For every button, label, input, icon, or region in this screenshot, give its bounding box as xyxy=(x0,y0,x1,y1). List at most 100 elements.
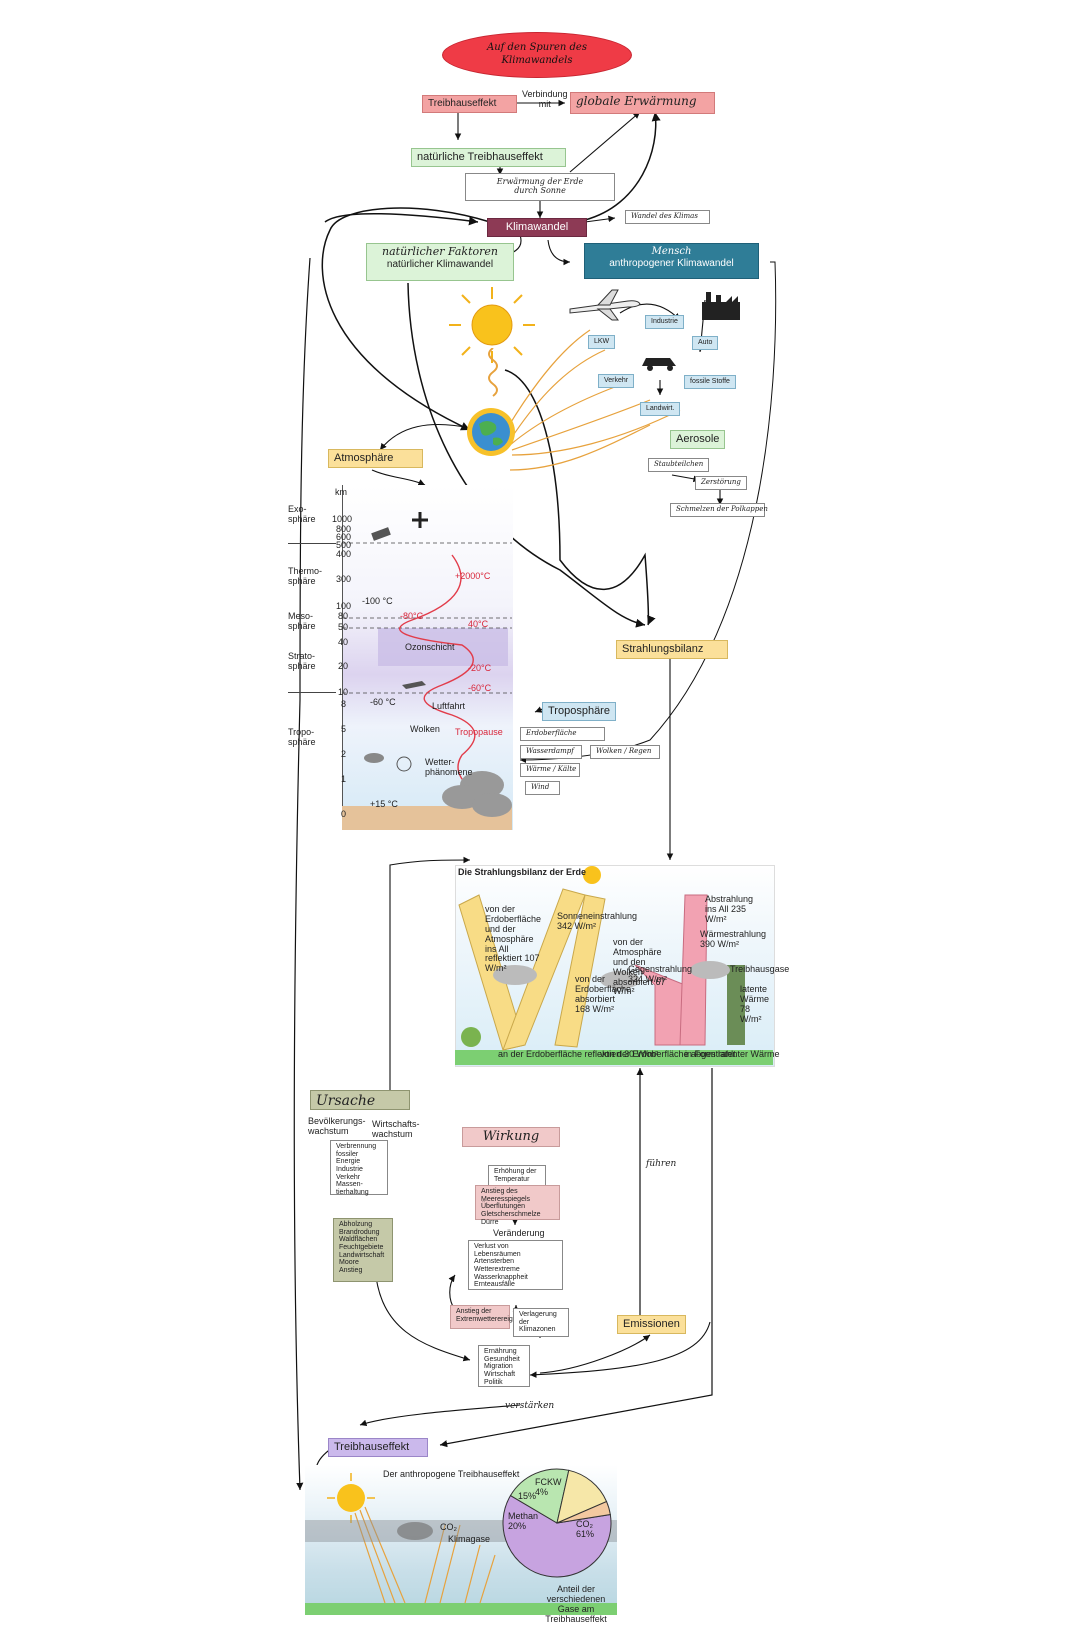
title-ellipse: Auf den Spuren des Klimawandels xyxy=(442,32,632,78)
emitter-lkw: LKW xyxy=(588,335,616,349)
label-verstaerken: verstärken xyxy=(505,1401,555,1411)
bilanz-b1: an der Erdoberfläche reflektiert 30 W/m² xyxy=(498,1049,659,1059)
bilanz-b3: in Form latenter Wärme xyxy=(685,1049,780,1059)
pie-slice xyxy=(502,1494,612,1578)
bilanz-b2: von der Erdoberfläche abgestrahlt xyxy=(600,1049,736,1059)
tick: 10 xyxy=(338,687,349,697)
ursache-left: Bevölkerungs-wachstum xyxy=(308,1116,366,1136)
temp-tropopause: -60 °C xyxy=(370,697,396,707)
aerosole-node: Aerosole xyxy=(670,430,726,449)
wetter-label: Wetter-phänomene xyxy=(425,757,473,777)
emitter-auto: Auto xyxy=(692,336,719,350)
bottom-drawing xyxy=(305,1473,617,1615)
wirkung-box3a: Anstieg der Extremwetterereignisse xyxy=(450,1305,529,1329)
pie-caption: Anteil der verschiedenen Gase am Treibha… xyxy=(545,1584,607,1624)
tropo-item-1: Erdoberfläche xyxy=(520,727,605,741)
troposphaere-title: Troposphäre xyxy=(542,702,616,721)
emitter-fossil: fossile Stoffe xyxy=(684,375,736,389)
emissionen-node: Emissionen xyxy=(617,1315,686,1334)
polkappen: Schmelzen der Polkappen xyxy=(670,503,768,517)
tick: 0 xyxy=(341,809,347,819)
red-note: 40°C xyxy=(468,619,489,629)
luftfahrt-label: Luftfahrt xyxy=(432,701,466,711)
strahlungsbilanz-node: Strahlungsbilanz xyxy=(616,640,728,659)
natural-climate-change: natürlicher Faktoren natürlicher Klimawa… xyxy=(366,243,514,281)
sun-icon xyxy=(449,287,535,363)
pie-slice xyxy=(509,1468,570,1524)
ozone-label: Ozonschicht xyxy=(405,642,455,652)
ursache-title: Ursache xyxy=(310,1090,410,1110)
layer-thermo: Thermo-sphäre xyxy=(288,566,323,586)
ursache-right: Wirtschafts-wachstum xyxy=(372,1119,420,1139)
atmosphere-drawing xyxy=(342,512,512,817)
treibhauseffekt-top: Treibhauseffekt xyxy=(422,95,517,113)
temp-surface: +15 °C xyxy=(370,799,398,809)
red-note: -20°C xyxy=(468,663,492,673)
layer-tropo: Tropo-sphäre xyxy=(288,727,316,747)
natuerliche-treibhauseffekt: natürliche Treibhauseffekt xyxy=(411,148,566,167)
layer-strato: Strato-sphäre xyxy=(288,651,316,671)
tick: 1000 xyxy=(332,514,353,524)
staubteilchen: Staubteilchen xyxy=(648,458,710,472)
wirkung-box2-title: Veränderung xyxy=(493,1228,545,1238)
wolken-label: Wolken xyxy=(410,724,440,734)
tick: 2 xyxy=(341,749,347,759)
tick: 300 xyxy=(336,574,352,584)
pie-chart xyxy=(502,1468,612,1578)
ozone-band xyxy=(378,628,508,666)
tick: 600 xyxy=(336,532,352,542)
bilanz-t1: von der Erdoberfläche und der Atmosphäre… xyxy=(485,904,542,974)
temp-meso: -100 °C xyxy=(362,596,393,606)
pie-slice xyxy=(556,1469,608,1524)
tick: 80 xyxy=(338,611,349,621)
atmosphaere-title: Atmosphäre xyxy=(328,449,423,468)
emitter-industrie: Industrie xyxy=(645,315,684,329)
label-fuehren: führen xyxy=(646,1159,677,1169)
anthropogenic-climate-change: Mensch anthropogener Klimawandel xyxy=(584,243,759,279)
side-note-wandel: Wandel des Klimas xyxy=(625,210,710,224)
tick: 1 xyxy=(341,774,347,784)
airplane-icon xyxy=(569,289,641,321)
tick: 5 xyxy=(341,724,347,734)
wirkung-box0: Erhöhung der Temperatur xyxy=(488,1165,546,1187)
arrow-klimawandel-earth xyxy=(321,207,491,431)
bottom-co2: CO₂ xyxy=(440,1522,457,1532)
tick: 20 xyxy=(338,661,349,671)
pie-label-co2: CO₂ 61% xyxy=(576,1519,595,1539)
layer-meso: Meso-sphäre xyxy=(288,611,316,631)
tick: 50 xyxy=(338,622,349,632)
factory-icon xyxy=(702,292,740,320)
tick: 500 xyxy=(336,540,352,550)
pie-label-other: 15% xyxy=(518,1491,537,1501)
bilanz-drawing xyxy=(455,866,773,1065)
heat-wave-icon xyxy=(488,348,498,397)
bilanz-t7: Wärmestrahlung 390 W/m² xyxy=(700,929,767,949)
bilanz-t5: von der Erdoberfläche absorbiert 168 W/m… xyxy=(575,974,632,1014)
tick: 400 xyxy=(336,549,352,559)
bilanz-t8: Treibhausgase xyxy=(730,964,790,974)
car-icon xyxy=(642,358,676,371)
bilanz-title: Die Strahlungsbilanz der Erde xyxy=(458,867,587,877)
tick: 100 xyxy=(336,601,352,611)
earth-icon xyxy=(467,408,515,456)
red-note: +2000°C xyxy=(455,571,491,581)
tick: 40 xyxy=(338,637,349,647)
tropo-item-2b: Wolken / Regen xyxy=(590,745,660,759)
bilanz-t3: Abstrahlung ins All 235 W/m² xyxy=(705,894,754,924)
title-line2: Klimawandels xyxy=(501,55,573,66)
bilanz-t6: Gegenstrahlung 324 W/m² xyxy=(628,964,693,984)
tick: 8 xyxy=(341,699,347,709)
red-note: -80°C xyxy=(400,611,424,621)
layer-divider xyxy=(288,543,336,544)
zerstoerung: Zerstörung xyxy=(695,476,747,490)
pie-label-methan: Methan 20% xyxy=(508,1511,539,1531)
globale-erwaermung: globale Erwärmung xyxy=(570,92,715,114)
tropo-item-3: Wärme / Kälte xyxy=(520,763,580,777)
bilanz-t9: latente Wärme 78 W/m² xyxy=(740,984,769,1024)
